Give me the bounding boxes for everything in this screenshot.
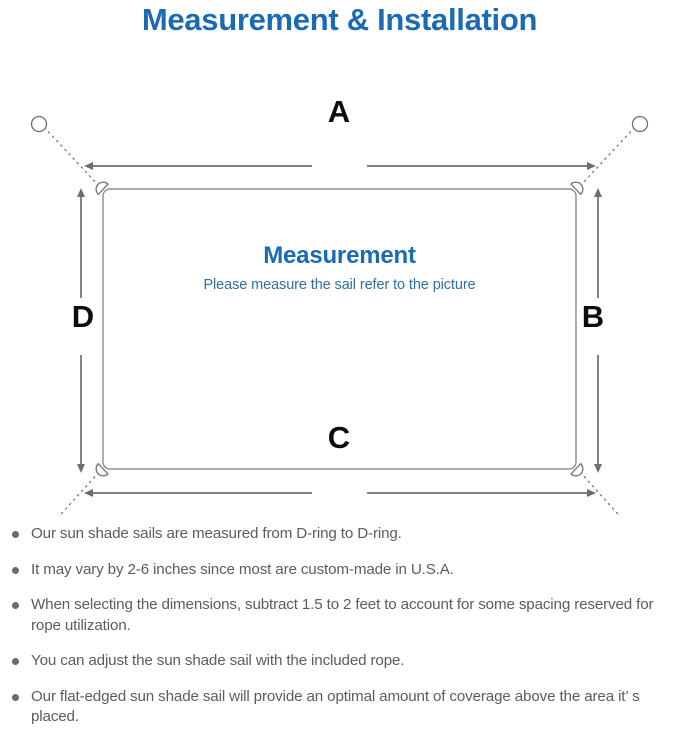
sail-body [102, 188, 577, 470]
list-item-text: Our sun shade sails are measured from D-… [31, 525, 402, 542]
rope-top-left [43, 126, 100, 187]
list-item: You can adjust the sun shade sail with t… [0, 651, 679, 672]
d-ring-bottom-right [570, 462, 584, 477]
bullet-icon [12, 566, 19, 574]
dimension-label-d: D [71, 299, 95, 334]
diagram-svg [30, 115, 649, 515]
bullet-icon [12, 531, 19, 538]
dimension-label-c: C [327, 420, 351, 455]
sail-label-subtitle: Please measure the sail refer to the pic… [203, 277, 476, 293]
dimension-label-b: B [581, 299, 605, 334]
list-item: It may vary by 2-6 inches since most are… [0, 560, 679, 581]
sail-label-title: Measurement [263, 242, 416, 269]
d-ring-top-right [570, 181, 584, 196]
list-item-text: Our flat-edged sun shade sail will provi… [31, 687, 640, 726]
rope-top-right [579, 126, 636, 187]
d-ring-bottom-left [95, 462, 109, 477]
list-item-text: You can adjust the sun shade sail with t… [31, 652, 405, 669]
anchor-rings [30, 115, 649, 133]
notes-list: Our sun shade sails are measured from D-… [0, 524, 679, 728]
sail-rectangle [102, 188, 577, 470]
list-item-text: When selecting the dimensions, subtract … [31, 596, 654, 634]
bullet-icon [12, 602, 19, 609]
bullet-icon [12, 693, 19, 701]
measurement-diagram: Measurement Please measure the sail refe… [0, 50, 679, 515]
rope-lines [43, 126, 636, 515]
bullet-icon [12, 658, 19, 665]
list-item: Our flat-edged sun shade sail will provi… [0, 687, 679, 728]
corner-d-rings [95, 181, 584, 477]
list-item: Our sun shade sails are measured from D-… [0, 524, 679, 545]
list-item-text: It may vary by 2-6 inches since most are… [31, 560, 454, 578]
list-item: When selecting the dimensions, subtract … [0, 595, 679, 636]
page-title: Measurement & Installation [141, 2, 538, 37]
dimension-label-a: A [327, 94, 351, 129]
d-ring-top-left [95, 181, 109, 196]
anchor-ring-top-left [30, 115, 48, 133]
rope-bottom-right [579, 471, 620, 515]
rope-bottom-left [59, 471, 100, 515]
anchor-ring-top-right [631, 115, 649, 133]
